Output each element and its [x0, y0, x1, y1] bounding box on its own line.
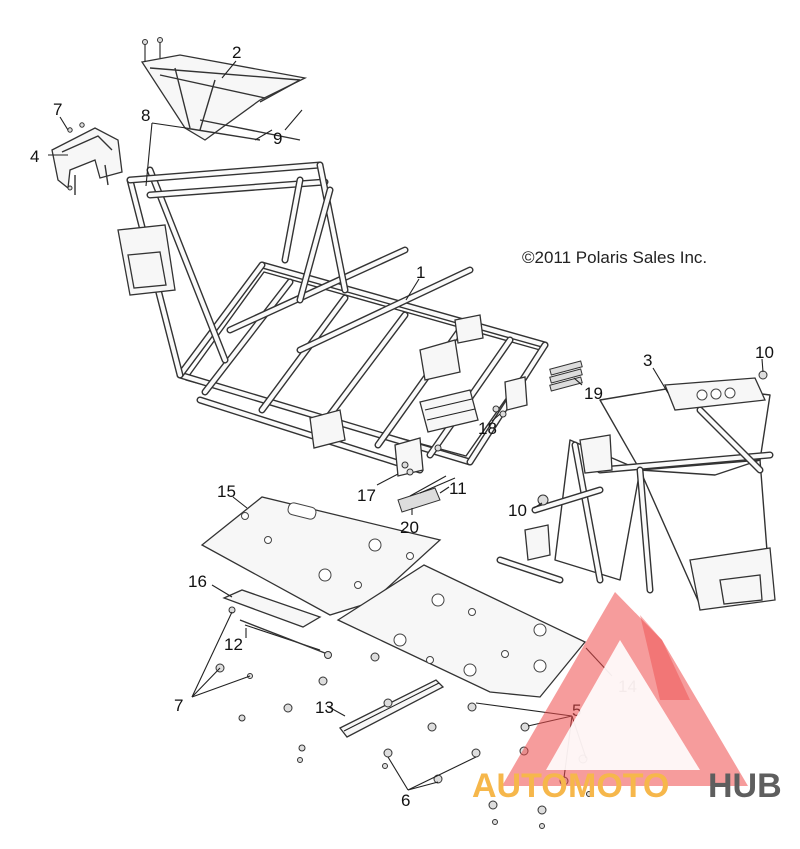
- skid-strip: [339, 679, 445, 738]
- copyright-notice: ©2011 Polaris Sales Inc.: [522, 248, 707, 267]
- callout-label: 7: [174, 696, 183, 715]
- callout-label: 19: [584, 384, 603, 403]
- callout-label: 18: [478, 419, 497, 438]
- callout-label: 20: [400, 518, 419, 537]
- callout-label: 15: [217, 482, 236, 501]
- callouts: 1 2 3 4 5 6 7 7 8 9 10 10 11 12 13 14 15…: [30, 43, 774, 810]
- fastener-group-rear: [397, 360, 768, 513]
- callout-label: 11: [449, 479, 467, 498]
- callout-label: 10: [755, 343, 774, 362]
- skid-plate-front: [200, 496, 442, 616]
- callout-label: 10: [508, 501, 527, 520]
- side-panel: [222, 589, 332, 659]
- watermark-triangle-inner: [546, 640, 700, 770]
- rear-frame: [496, 377, 776, 611]
- callout-label: 1: [416, 263, 425, 282]
- callout-label: 12: [224, 635, 243, 654]
- main-frame: [117, 161, 549, 477]
- callout-label: 4: [30, 147, 39, 166]
- callout-label: 3: [643, 351, 652, 370]
- skid-plate-center: [336, 564, 587, 698]
- callout-label: 7: [53, 100, 62, 119]
- watermark-text-auto: AUTO: [472, 767, 568, 805]
- watermark-logo: AUTO MOTO HUB: [472, 592, 782, 805]
- callout-label: 8: [141, 106, 150, 125]
- callout-label: 16: [188, 572, 207, 591]
- callout-label: 2: [232, 43, 241, 62]
- callout-label: 13: [315, 698, 334, 717]
- watermark-triangle-cut: [640, 615, 690, 700]
- callout-label: 6: [401, 791, 410, 810]
- watermark-text-moto: MOTO: [568, 767, 669, 805]
- callout-label: 9: [273, 129, 282, 148]
- callout-label: 17: [357, 486, 376, 505]
- watermark-text-hub: HUB: [708, 767, 782, 805]
- front-bracket: [51, 122, 123, 195]
